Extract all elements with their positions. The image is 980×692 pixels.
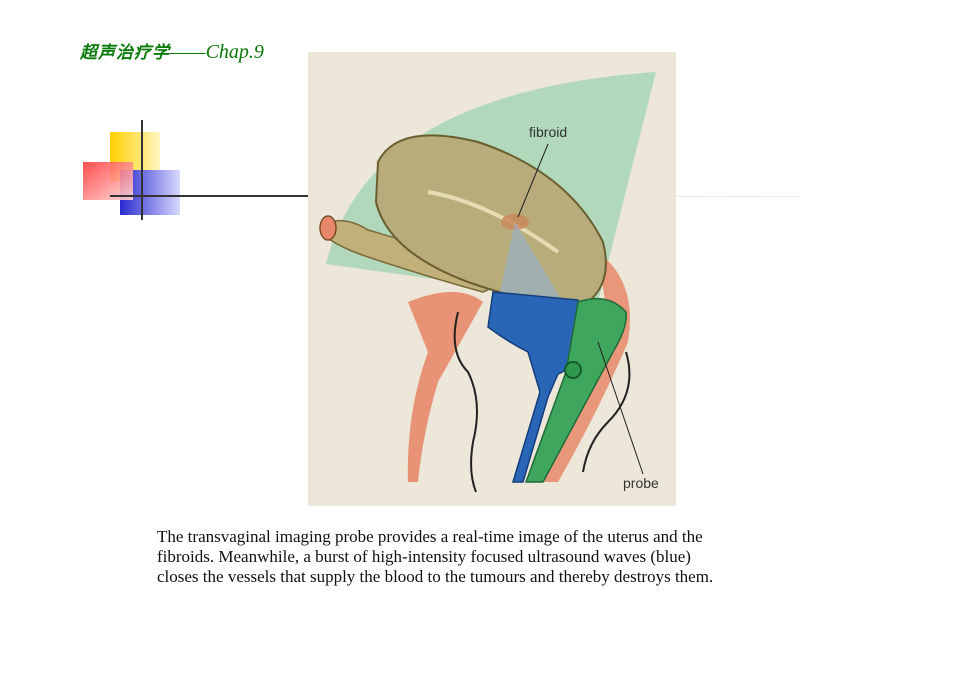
probe-label: probe (623, 475, 659, 491)
red-square (83, 162, 133, 200)
vessel-left (453, 311, 478, 493)
probe-transducer (564, 361, 582, 379)
focused-ultrasound-cone (498, 222, 563, 302)
hifu-illustration: fibroid probe (308, 52, 676, 506)
fibroid-label: fibroid (529, 124, 567, 140)
hifu-diagram: fibroid probe (319, 72, 659, 493)
probe-leader-line (597, 341, 644, 475)
ultrasound-probe (524, 297, 627, 483)
uterine-cavity (427, 190, 560, 254)
caption-line-3: closes the vessels that supply the blood… (157, 567, 714, 586)
caption-line-2: fibroids. Meanwhile, a burst of high-int… (157, 547, 691, 566)
uterus (374, 134, 607, 304)
figure-caption: The transvaginal imaging probe provides … (157, 527, 857, 587)
vaginal-wall-left (407, 292, 483, 482)
slide-title-separator: —— (170, 41, 206, 63)
tube-end (319, 215, 337, 241)
slide-title-chinese: 超声治疗学 (80, 43, 170, 63)
slide-title-chapter: Chap.9 (205, 41, 264, 63)
fibroid-leader-line (517, 143, 549, 218)
slide-title: 超声治疗学——Chap.9 (80, 38, 264, 64)
decorative-squares (83, 120, 310, 220)
caption-line-1: The transvaginal imaging probe provides … (157, 527, 703, 546)
vessel-right (582, 351, 631, 473)
